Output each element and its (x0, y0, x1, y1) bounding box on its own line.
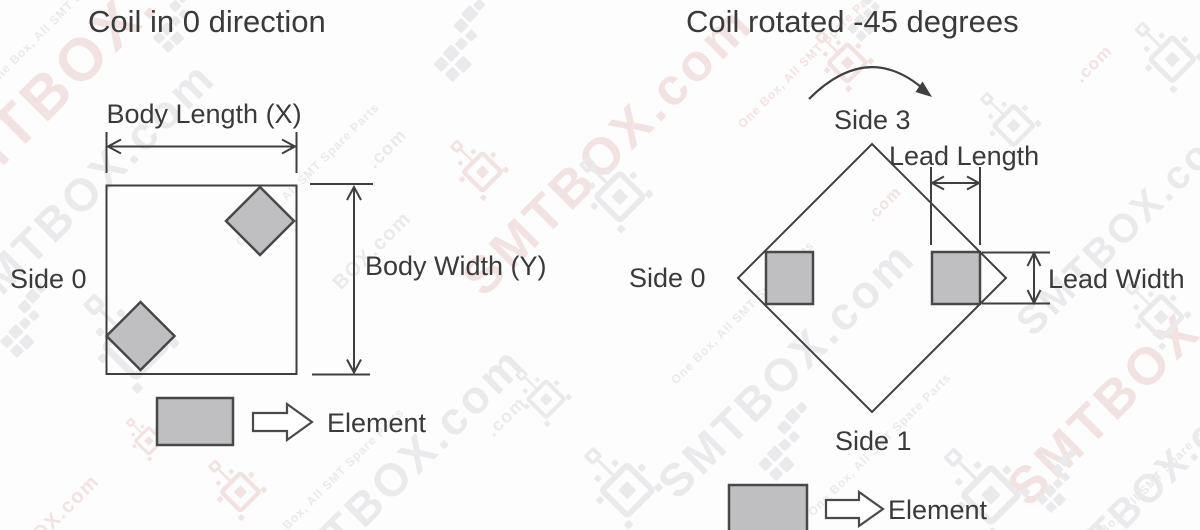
body-length-dimension (105, 132, 298, 173)
right-element-label: Element (888, 495, 988, 525)
left-body-outline (105, 184, 298, 375)
lead-width-dimension (982, 250, 1050, 306)
left-side-0-label: Side 0 (10, 264, 87, 294)
lead-length-label: Lead Length (889, 141, 1040, 171)
body-width-label: Body Width (Y) (365, 251, 547, 281)
left-element-top-right (224, 185, 296, 257)
right-panel-title: Coil rotated -45 degrees (686, 4, 1019, 39)
lead-width-label: Lead Width (1048, 264, 1185, 294)
side-1-label: Side 1 (835, 426, 912, 456)
right-lead-right (930, 250, 982, 306)
right-side-0-label: Side 0 (629, 263, 706, 293)
right-lead-left (764, 250, 815, 306)
body-length-label: Body Length (X) (106, 99, 302, 129)
rotation-arrow (808, 66, 932, 100)
left-element-bottom-left (104, 300, 177, 372)
right-legend (727, 483, 885, 530)
left-legend (155, 396, 314, 447)
left-panel-title: Coil in 0 direction (88, 4, 326, 39)
lead-length-dimension (929, 167, 982, 245)
body-width-dimension (310, 183, 373, 376)
side-3-label: Side 3 (834, 105, 911, 135)
right-body-outline (736, 142, 1008, 414)
left-element-label: Element (327, 408, 427, 438)
